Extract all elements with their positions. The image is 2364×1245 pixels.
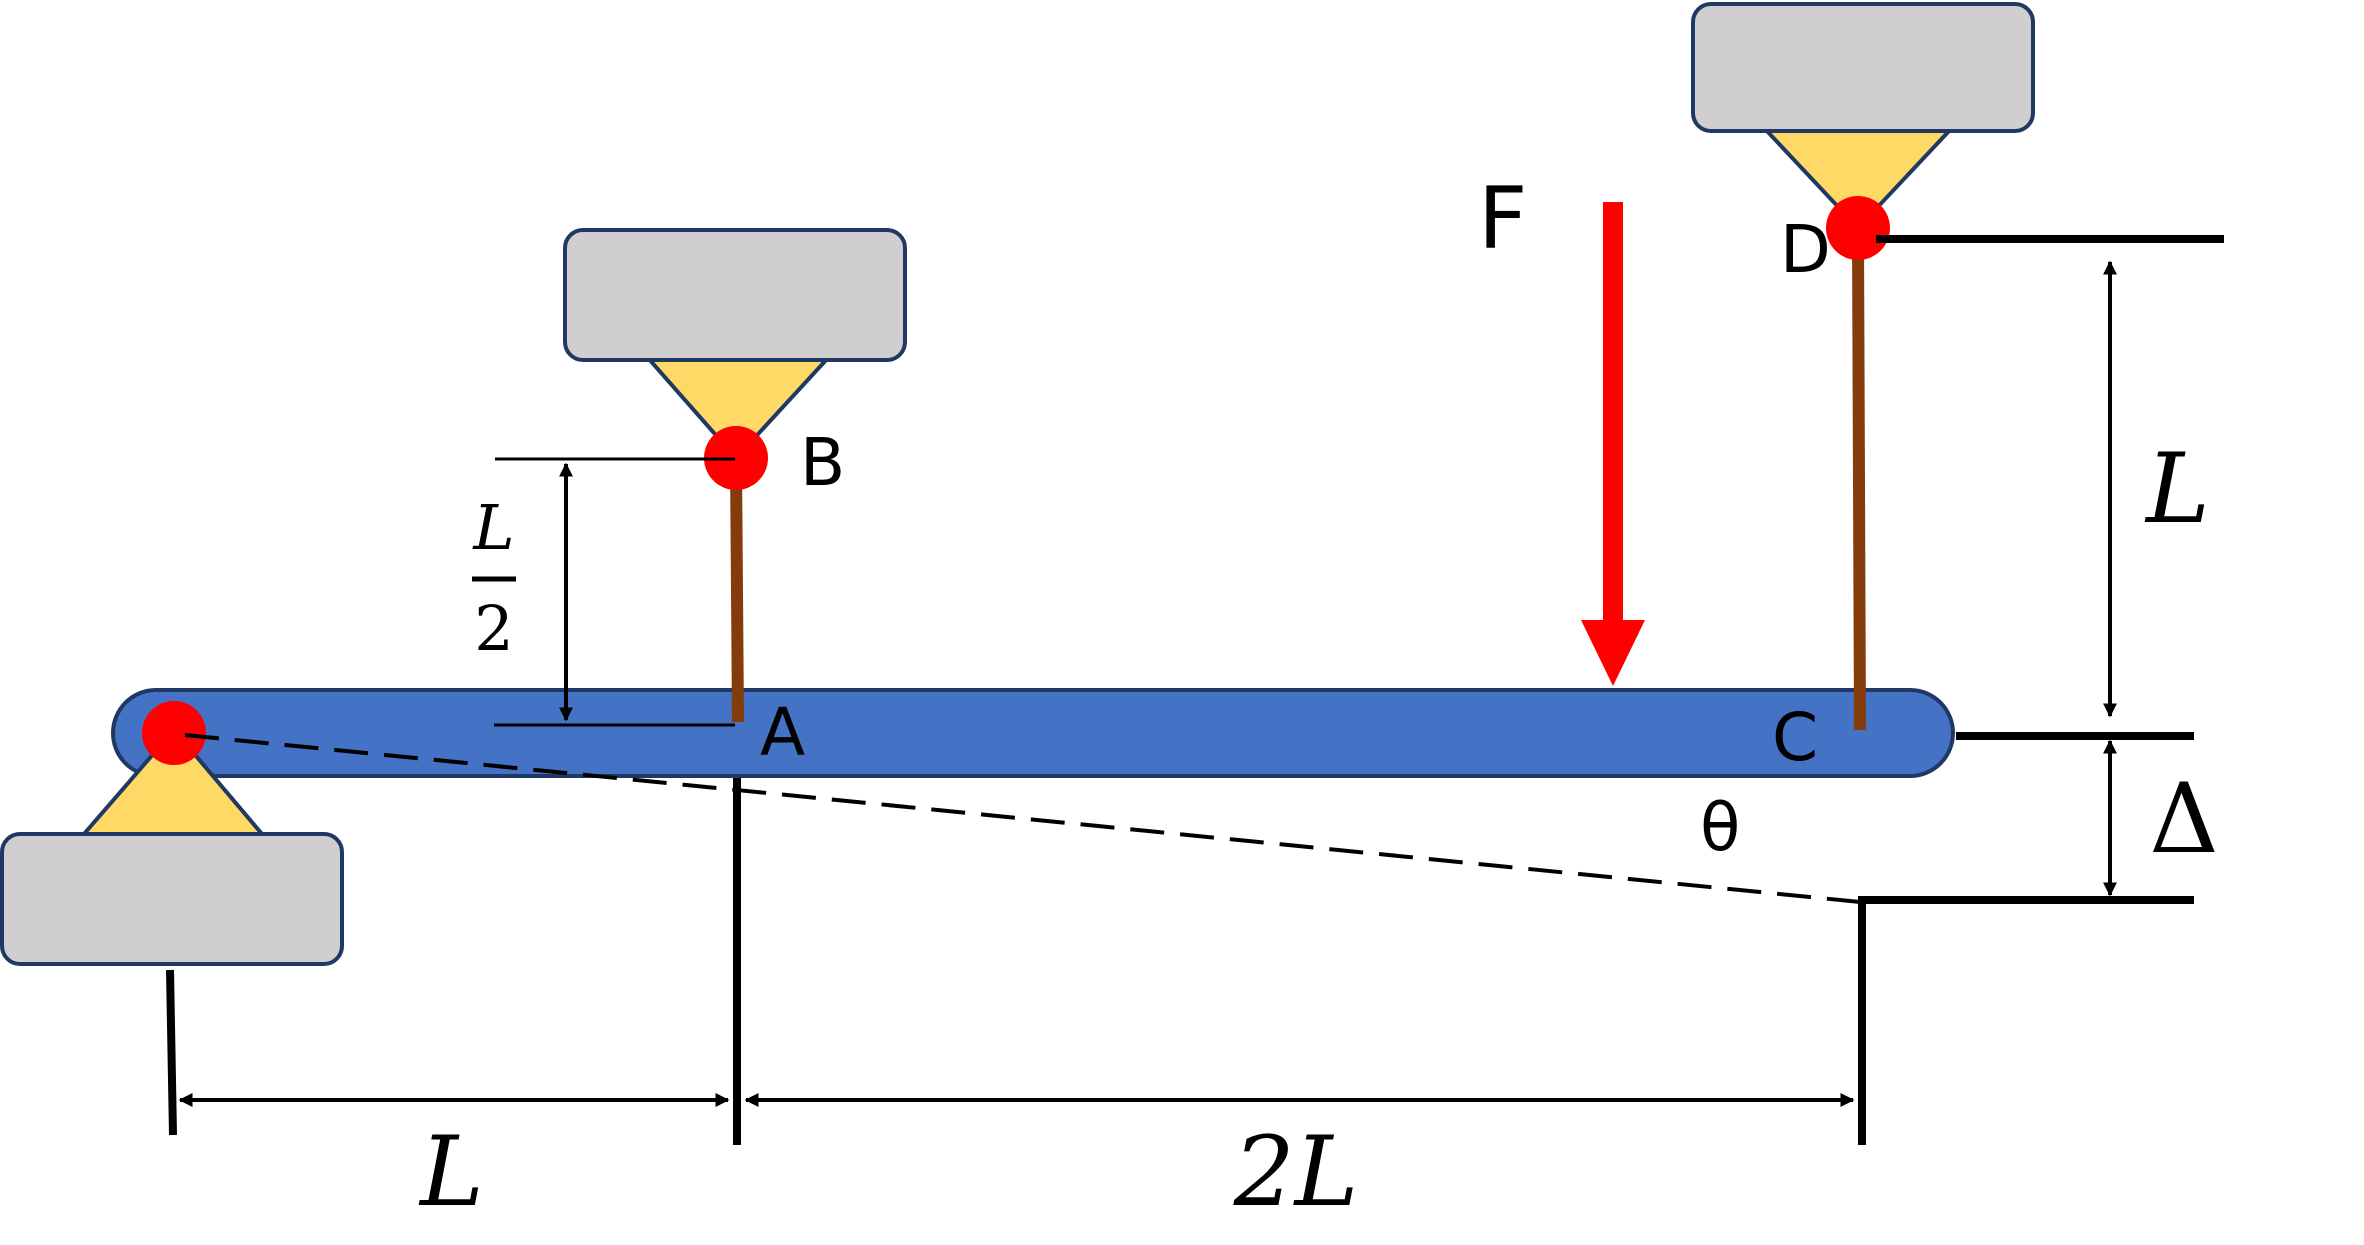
pin-left	[142, 701, 206, 765]
label-l-right: L	[2144, 433, 2210, 545]
deflected-line	[184, 733, 1861, 904]
label-point-c: C	[1772, 699, 1818, 776]
support-b-block	[563, 228, 907, 362]
label-point-a: A	[760, 694, 805, 771]
beam	[111, 688, 1955, 778]
label-2l-bottom: 2L	[1233, 1116, 1359, 1228]
force-arrow	[1581, 202, 1645, 686]
label-l-half-numerator: L	[472, 491, 514, 564]
support-left	[0, 726, 344, 966]
rod-ab	[730, 461, 744, 723]
label-l-half-denominator: 2	[474, 592, 513, 665]
support-d-block	[1691, 2, 2035, 133]
ref-line-deflected-end	[1858, 896, 2194, 1145]
pin-b	[704, 426, 768, 490]
label-l-bottom: L	[418, 1116, 484, 1228]
support-left-block	[0, 832, 344, 966]
label-point-d: D	[1780, 211, 1831, 288]
support-d	[1691, 2, 2035, 231]
label-point-b: B	[800, 424, 845, 501]
support-b	[563, 228, 907, 461]
rod-dc	[1852, 237, 1866, 731]
label-angle: θ	[1700, 789, 1740, 866]
label-force: F	[1478, 169, 1527, 269]
pin-d	[1826, 196, 1890, 260]
label-delta: Δ	[2149, 763, 2218, 875]
ext-line-left	[166, 969, 177, 1136]
